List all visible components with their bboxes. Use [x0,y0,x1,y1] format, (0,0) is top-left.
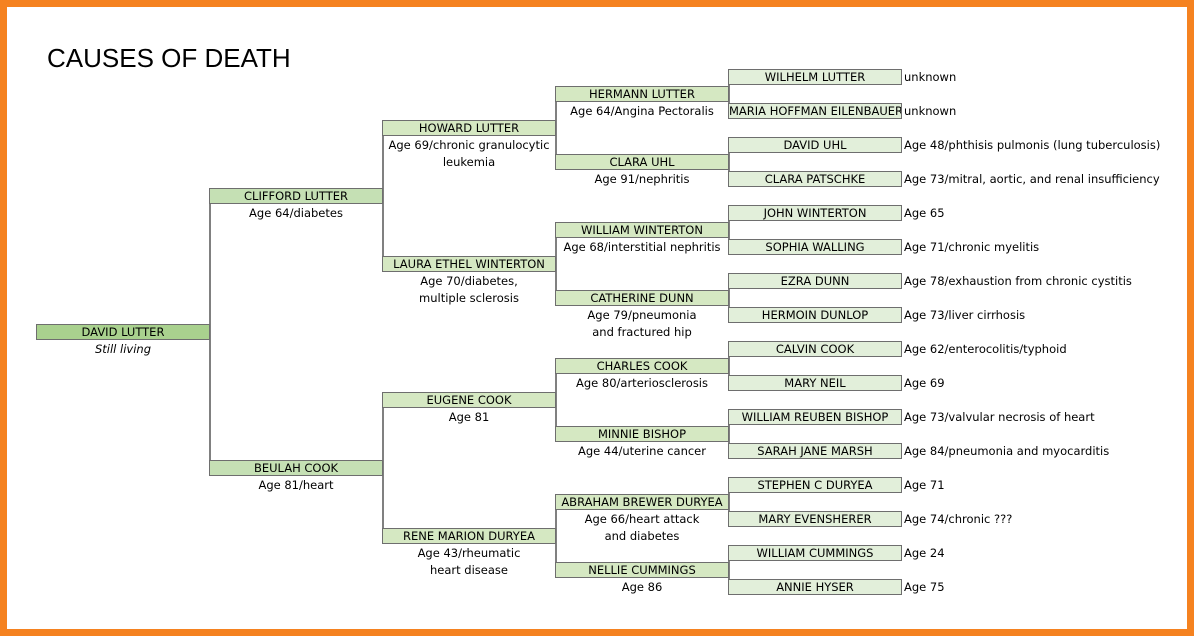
detail-laura-ethel-winterton: Age 70/diabetes, multiple sclerosis [419,274,519,305]
person-box-william-winterton: WILLIAM WINTERTON [555,222,729,238]
detail-david-lutter: Still living [94,342,152,356]
person-box-william-cummings: WILLIAM CUMMINGS [728,545,902,561]
person-box-mary-evensherer: MARY EVENSHERER [728,511,902,527]
person-box-nellie-cummings: NELLIE CUMMINGS [555,562,729,578]
detail-clifford-lutter: Age 64/diabetes [249,206,343,220]
cause-william-reuben-bishop: Age 73/valvular necrosis of heart [904,410,1095,424]
cause-david-uhl: Age 48/phthisis pulmonis (lung tuberculo… [904,138,1161,152]
cause-clara-patschke: Age 73/mitral, aortic, and renal insuffi… [904,172,1160,186]
person-box-charles-cook: CHARLES COOK [555,358,729,374]
person-box-hermann-lutter: HERMANN LUTTER [555,86,729,102]
detail-william-winterton: Age 68/interstitial nephritis [563,240,721,254]
detail-catherine-dunn: Age 79/pneumonia and fractured hip [587,308,697,339]
person-box-beulah-cook: BEULAH COOK [209,460,383,476]
person-box-david-uhl: DAVID UHL [728,137,902,153]
person-box-sarah-jane-marsh: SARAH JANE MARSH [728,443,902,459]
cause-ezra-dunn: Age 78/exhaustion from chronic cystitis [904,274,1132,288]
person-box-john-winterton: JOHN WINTERTON [728,205,902,221]
person-box-howard-lutter: HOWARD LUTTER [382,120,556,136]
detail-abraham-brewer-duryea: Age 66/heart attack and diabetes [584,512,700,543]
detail-eugene-cook: Age 81 [448,410,490,424]
cause-sophia-walling: Age 71/chronic myelitis [904,240,1040,254]
cause-calvin-cook: Age 62/enterocolitis/typhoid [904,342,1067,356]
person-box-clara-patschke: CLARA PATSCHKE [728,171,902,187]
cause-maria-hoffman-eilenbauer: unknown [904,104,957,118]
detail-charles-cook: Age 80/arteriosclerosis [576,376,708,390]
detail-hermann-lutter: Age 64/Angina Pectoralis [570,104,714,118]
person-box-william-reuben-bishop: WILLIAM REUBEN BISHOP [728,409,902,425]
person-box-calvin-cook: CALVIN COOK [728,341,902,357]
detail-clara-uhl: Age 91/nephritis [594,172,690,186]
person-box-rene-marion-duryea: RENE MARION DURYEA [382,528,556,544]
person-box-stephen-c-duryea: STEPHEN C DURYEA [728,477,902,493]
person-box-minnie-bishop: MINNIE BISHOP [555,426,729,442]
cause-stephen-c-duryea: Age 71 [904,478,945,492]
person-box-david-lutter: DAVID LUTTER [36,324,210,340]
cause-sarah-jane-marsh: Age 84/pneumonia and myocarditis [904,444,1110,458]
chart-title: CAUSES OF DEATH [47,43,291,73]
detail-minnie-bishop: Age 44/uterine cancer [577,444,706,458]
person-box-hermoin-dunlop: HERMOIN DUNLOP [728,307,902,323]
detail-nellie-cummings: Age 86 [621,580,663,594]
person-box-catherine-dunn: CATHERINE DUNN [555,290,729,306]
cause-hermoin-dunlop: Age 73/liver cirrhosis [904,308,1026,322]
detail-beulah-cook: Age 81/heart [258,478,334,492]
person-box-abraham-brewer-duryea: ABRAHAM BREWER DURYEA [555,494,729,510]
person-box-laura-ethel-winterton: LAURA ETHEL WINTERTON [382,256,556,272]
person-box-clifford-lutter: CLIFFORD LUTTER [209,188,383,204]
cause-william-cummings: Age 24 [904,546,945,560]
cause-annie-hyser: Age 75 [904,580,945,594]
detail-howard-lutter: Age 69/chronic granulocytic leukemia [388,138,550,169]
person-box-eugene-cook: EUGENE COOK [382,392,556,408]
person-box-ezra-dunn: EZRA DUNN [728,273,902,289]
person-box-annie-hyser: ANNIE HYSER [728,579,902,595]
cause-mary-neil: Age 69 [904,376,945,390]
detail-rene-marion-duryea: Age 43/rheumatic heart disease [417,546,521,577]
person-box-clara-uhl: CLARA UHL [555,154,729,170]
cause-john-winterton: Age 65 [904,206,945,220]
person-box-mary-neil: MARY NEIL [728,375,902,391]
person-box-sophia-walling: SOPHIA WALLING [728,239,902,255]
person-box-maria-hoffman-eilenbauer: MARIA HOFFMAN EILENBAUER [728,103,902,119]
cause-mary-evensherer: Age 74/chronic ??? [904,512,1013,526]
cause-wilhelm-lutter: unknown [904,70,957,84]
person-box-wilhelm-lutter: WILHELM LUTTER [728,69,902,85]
